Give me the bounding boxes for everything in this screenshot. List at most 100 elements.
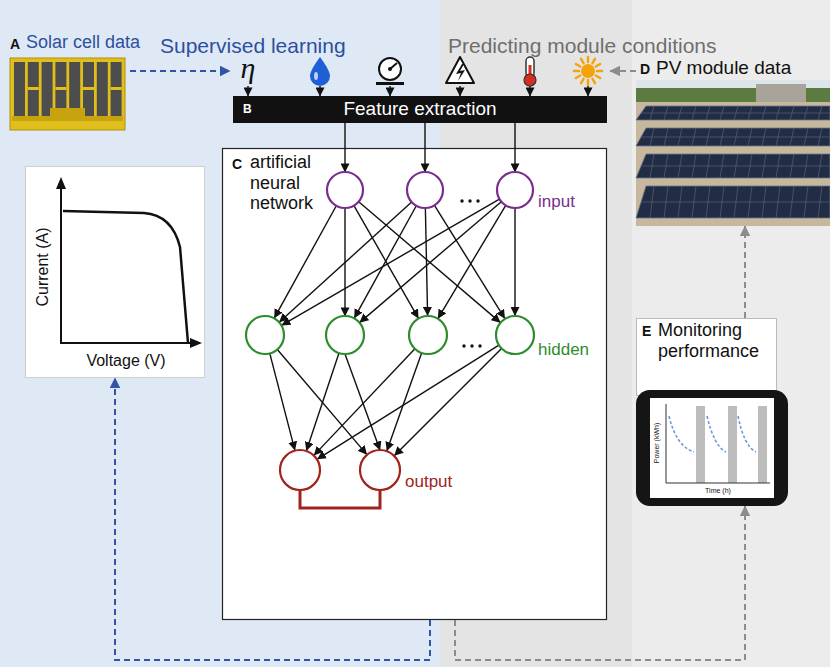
text-slot: Solar cell data	[26, 32, 140, 54]
feature-extraction-box: BFeature extraction	[233, 96, 607, 123]
text-slot: A	[10, 36, 20, 53]
solar-panel-row	[636, 128, 830, 146]
connector-arrow	[344, 123, 345, 172]
box-label: Feature extraction	[233, 98, 607, 121]
text-slot: B	[243, 102, 252, 116]
network-link	[425, 208, 427, 316]
pv-module-photo-art	[636, 56, 830, 226]
cell-strip	[42, 62, 53, 116]
night-bar	[758, 406, 767, 483]
panel-heading: PV module data	[656, 57, 791, 80]
text-slot: Power (kWh)	[653, 423, 661, 463]
network-link	[459, 86, 460, 96]
network-link	[360, 202, 501, 323]
panel-title: Predicting module conditions	[448, 33, 717, 58]
hidden-layer: hidden	[246, 316, 534, 354]
network-panel	[223, 149, 607, 620]
panel-letter: D	[640, 61, 650, 78]
solar-panel-row	[636, 154, 830, 178]
network-link	[359, 202, 500, 323]
connector-arrow	[130, 70, 230, 72]
sun-ray	[576, 76, 580, 79]
neural-network-box: inputhiddenoutputCartificial neural netw…	[222, 148, 607, 620]
network-link	[424, 123, 425, 172]
network-link	[314, 349, 415, 455]
text-slot: E	[642, 323, 651, 340]
network-link	[270, 353, 295, 450]
output-layer-art	[280, 450, 400, 490]
layer-label: input	[538, 192, 575, 212]
text-slot: artificial neural network	[250, 152, 336, 214]
power-curve	[669, 416, 694, 452]
sun-ray	[576, 64, 580, 67]
neuron	[280, 450, 320, 490]
cell-strip	[111, 62, 122, 116]
panel-heading: artificial neural network	[250, 152, 336, 214]
input-layer: input	[327, 172, 533, 208]
cell-frame	[10, 58, 125, 130]
network-link	[306, 353, 339, 451]
neuron	[360, 450, 400, 490]
hidden-layer-art	[246, 316, 534, 354]
power-curve	[707, 416, 726, 452]
connector-arrow	[344, 208, 345, 316]
cell-strip	[69, 62, 80, 116]
network-links	[270, 86, 588, 459]
neuron	[246, 316, 284, 354]
panel-grid	[641, 113, 830, 114]
lightning-bolt	[456, 64, 465, 81]
network-link	[394, 348, 501, 455]
network-link	[434, 205, 504, 318]
network-link	[529, 86, 530, 96]
sun-ray	[581, 79, 584, 83]
band-ground	[632, 0, 830, 667]
sun-ray	[587, 80, 590, 85]
input-layer-art	[327, 172, 533, 208]
thermometer-bulb	[524, 74, 536, 86]
neuron	[326, 316, 364, 354]
iv-curve-plot: Current (A)Voltage (V)	[25, 166, 205, 378]
cell-strip	[97, 62, 108, 116]
ellipsis-dot	[470, 344, 473, 347]
connector-arrow	[115, 378, 430, 660]
layer-label: hidden	[538, 340, 589, 360]
network-link	[282, 199, 500, 325]
axis-head	[56, 177, 66, 189]
night-bar	[696, 406, 705, 483]
cell-mark	[83, 87, 94, 90]
panel-grid	[641, 166, 830, 167]
network-link	[438, 205, 506, 318]
sun-ray	[587, 57, 590, 62]
cell-mark	[111, 87, 122, 90]
text-slot: Predicting module conditions	[448, 33, 717, 58]
neuron	[409, 316, 447, 354]
text-slot: Feature extraction	[233, 98, 607, 121]
sun-ray	[596, 76, 600, 79]
solar-panel-row	[636, 106, 830, 120]
network-link	[274, 206, 336, 318]
axis-head	[190, 338, 202, 348]
text-slot: Time (h)	[705, 487, 731, 495]
iv-curve-plot-art	[26, 167, 206, 379]
sun-ray	[593, 59, 596, 63]
cell-tab	[50, 108, 85, 121]
neuron	[496, 316, 534, 354]
phone-body	[636, 390, 788, 506]
text-slot: D	[640, 61, 650, 78]
ellipsis-dot	[468, 199, 471, 202]
axis-line	[60, 342, 192, 344]
output-bracket	[300, 490, 380, 508]
solar-cell-data: ASolar cell data	[10, 32, 130, 132]
network-link	[514, 123, 515, 172]
cell-mark	[28, 87, 39, 90]
axis-label: Voltage (V)	[86, 351, 165, 370]
pv-module-photo: D PV module data	[636, 56, 830, 226]
feature-icons-art	[230, 56, 610, 86]
neuron	[407, 172, 443, 208]
text-slot: Voltage (V)	[86, 351, 165, 370]
connector-arrow	[744, 226, 746, 318]
neuron	[497, 172, 533, 208]
gauge-hub	[388, 67, 392, 71]
text-slot: Monitoring performance	[658, 320, 780, 361]
axis-label: Power (kWh)	[653, 423, 661, 463]
